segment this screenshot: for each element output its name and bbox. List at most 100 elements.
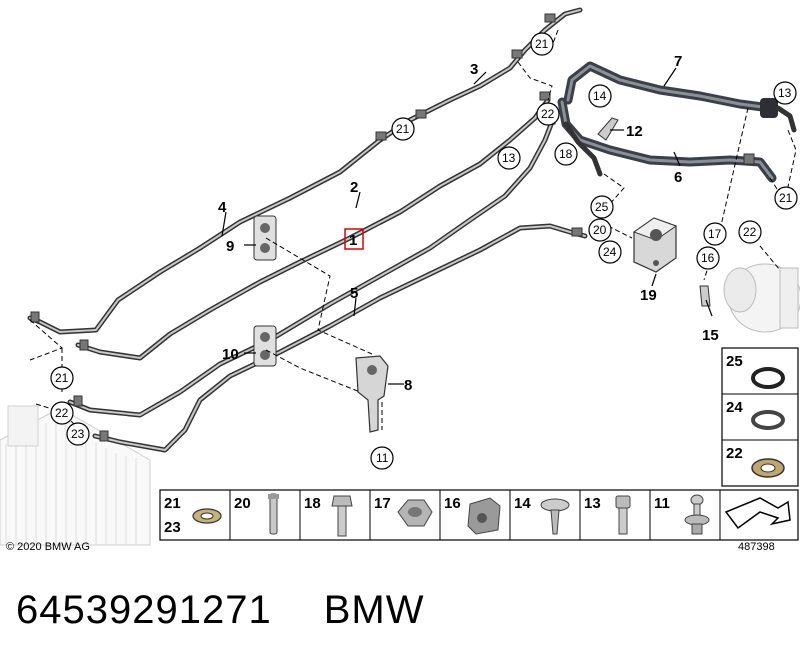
circle-callout: 13 <box>773 81 797 105</box>
legend-item[interactable]: 13 <box>584 495 631 535</box>
callout-1[interactable]: 1 <box>349 232 357 249</box>
bracket-9[interactable] <box>253 215 277 261</box>
callout-10: 10 <box>222 346 239 363</box>
svg-text:18: 18 <box>304 495 321 512</box>
callout-4: 4 <box>218 199 227 216</box>
svg-text:20: 20 <box>234 495 251 512</box>
svg-text:14: 14 <box>514 495 531 512</box>
holder-8[interactable] <box>355 355 389 433</box>
pipe-1[interactable] <box>67 119 555 418</box>
svg-text:21: 21 <box>164 495 181 512</box>
circle-callout: 22 <box>536 102 560 126</box>
seal-item[interactable]: 24 <box>726 399 785 430</box>
svg-text:11: 11 <box>654 495 670 512</box>
callout-19: 19 <box>640 287 657 304</box>
parts-diagram: .lbl { font-family:"Liberation Sans", sa… <box>0 7 800 546</box>
compressor-illustration <box>723 263 800 333</box>
svg-text:17: 17 <box>374 495 391 512</box>
bracket-15[interactable] <box>699 285 711 307</box>
circle-callout: 18 <box>554 142 578 166</box>
diagram-number: 487398 <box>738 541 775 553</box>
clip-icon <box>467 497 501 535</box>
circle-callout: 13 <box>497 146 521 170</box>
bracket-10[interactable] <box>253 325 277 367</box>
circle-callout: 21 <box>391 117 415 141</box>
circle-callout: 21 <box>774 186 798 210</box>
circle-callout: 21 <box>50 366 74 390</box>
svg-text:22: 22 <box>743 225 757 239</box>
callout-9: 9 <box>226 238 234 255</box>
svg-text:13: 13 <box>502 151 516 165</box>
circle-callout: 16 <box>696 246 720 270</box>
circle-callout: 25 <box>590 195 614 219</box>
svg-text:22: 22 <box>726 445 743 462</box>
circle-callouts: 21 21 21 21 22 22 22 23 13 13 14 18 25 2… <box>50 32 798 470</box>
callout-12: 12 <box>626 123 643 140</box>
hose-segment <box>563 121 603 177</box>
svg-text:16: 16 <box>444 495 461 512</box>
circle-callout: 20 <box>588 218 612 242</box>
callout-8: 8 <box>404 377 412 394</box>
seal-item[interactable]: 22 <box>726 445 785 478</box>
legend-item[interactable]: 14 <box>514 495 570 535</box>
bolt-icon <box>331 495 353 537</box>
expansion-valve[interactable] <box>632 217 678 273</box>
legend-item[interactable]: 16 <box>444 495 501 535</box>
svg-text:25: 25 <box>726 353 743 370</box>
svg-text:22: 22 <box>541 107 555 121</box>
o-ring-icon <box>751 410 785 430</box>
svg-text:24: 24 <box>726 399 743 416</box>
pipe-5[interactable] <box>92 223 588 453</box>
circle-callout: 17 <box>703 222 727 246</box>
svg-text:11: 11 <box>376 451 389 465</box>
callout-5: 5 <box>350 285 358 302</box>
hose-7[interactable] <box>563 61 797 133</box>
callout-3: 3 <box>470 61 478 78</box>
brand-name: BMW <box>323 588 425 632</box>
legend-item[interactable]: 20 <box>234 493 279 535</box>
socket-bolt-icon <box>615 495 631 535</box>
callout-15: 15 <box>702 327 719 344</box>
callout-7: 7 <box>674 53 682 70</box>
legend-item[interactable]: 18 <box>304 495 353 537</box>
nut-icon <box>397 499 433 527</box>
legend-item[interactable]: 17 <box>374 495 433 527</box>
svg-text:13: 13 <box>778 86 792 100</box>
svg-text:25: 25 <box>595 200 609 214</box>
seal-panel: 25 24 22 <box>721 347 799 487</box>
highlight-box <box>344 228 364 250</box>
o-ring-icon <box>751 367 785 389</box>
direction-arrow-icon <box>724 497 791 530</box>
circle-callout: 24 <box>598 240 622 264</box>
callout-2: 2 <box>350 179 358 196</box>
leader-lines <box>221 67 713 385</box>
pipe-3[interactable] <box>27 7 583 335</box>
circle-callout: 11 <box>370 446 394 470</box>
legend-item[interactable]: 11 <box>654 494 710 535</box>
svg-text:18: 18 <box>559 147 573 161</box>
svg-text:23: 23 <box>164 519 181 536</box>
pin-icon <box>268 493 279 535</box>
svg-text:14: 14 <box>593 89 607 103</box>
screw-icon <box>540 498 570 535</box>
svg-text:17: 17 <box>708 227 722 241</box>
pipe-2[interactable] <box>75 97 551 361</box>
svg-text:21: 21 <box>396 122 410 136</box>
caption: 64539291271 BMW <box>16 588 424 633</box>
seal-item[interactable]: 25 <box>726 353 785 389</box>
svg-text:21: 21 <box>55 371 69 385</box>
svg-text:23: 23 <box>71 427 85 441</box>
circle-callout: 14 <box>588 84 612 108</box>
rivet-icon <box>684 494 710 535</box>
bracket-12[interactable] <box>597 117 619 141</box>
part-number: 64539291271 <box>16 588 272 632</box>
parts-legend: 21 23 20 18 17 16 <box>159 489 799 541</box>
svg-text:22: 22 <box>55 406 69 420</box>
svg-text:24: 24 <box>603 245 617 259</box>
legend-item[interactable] <box>724 497 791 530</box>
copyright-text: © 2020 BMW AG <box>6 541 90 553</box>
callout-6: 6 <box>674 169 682 186</box>
svg-text:21: 21 <box>535 37 549 51</box>
legend-item[interactable]: 21 23 <box>164 495 222 536</box>
circle-callout: 22 <box>50 401 74 425</box>
